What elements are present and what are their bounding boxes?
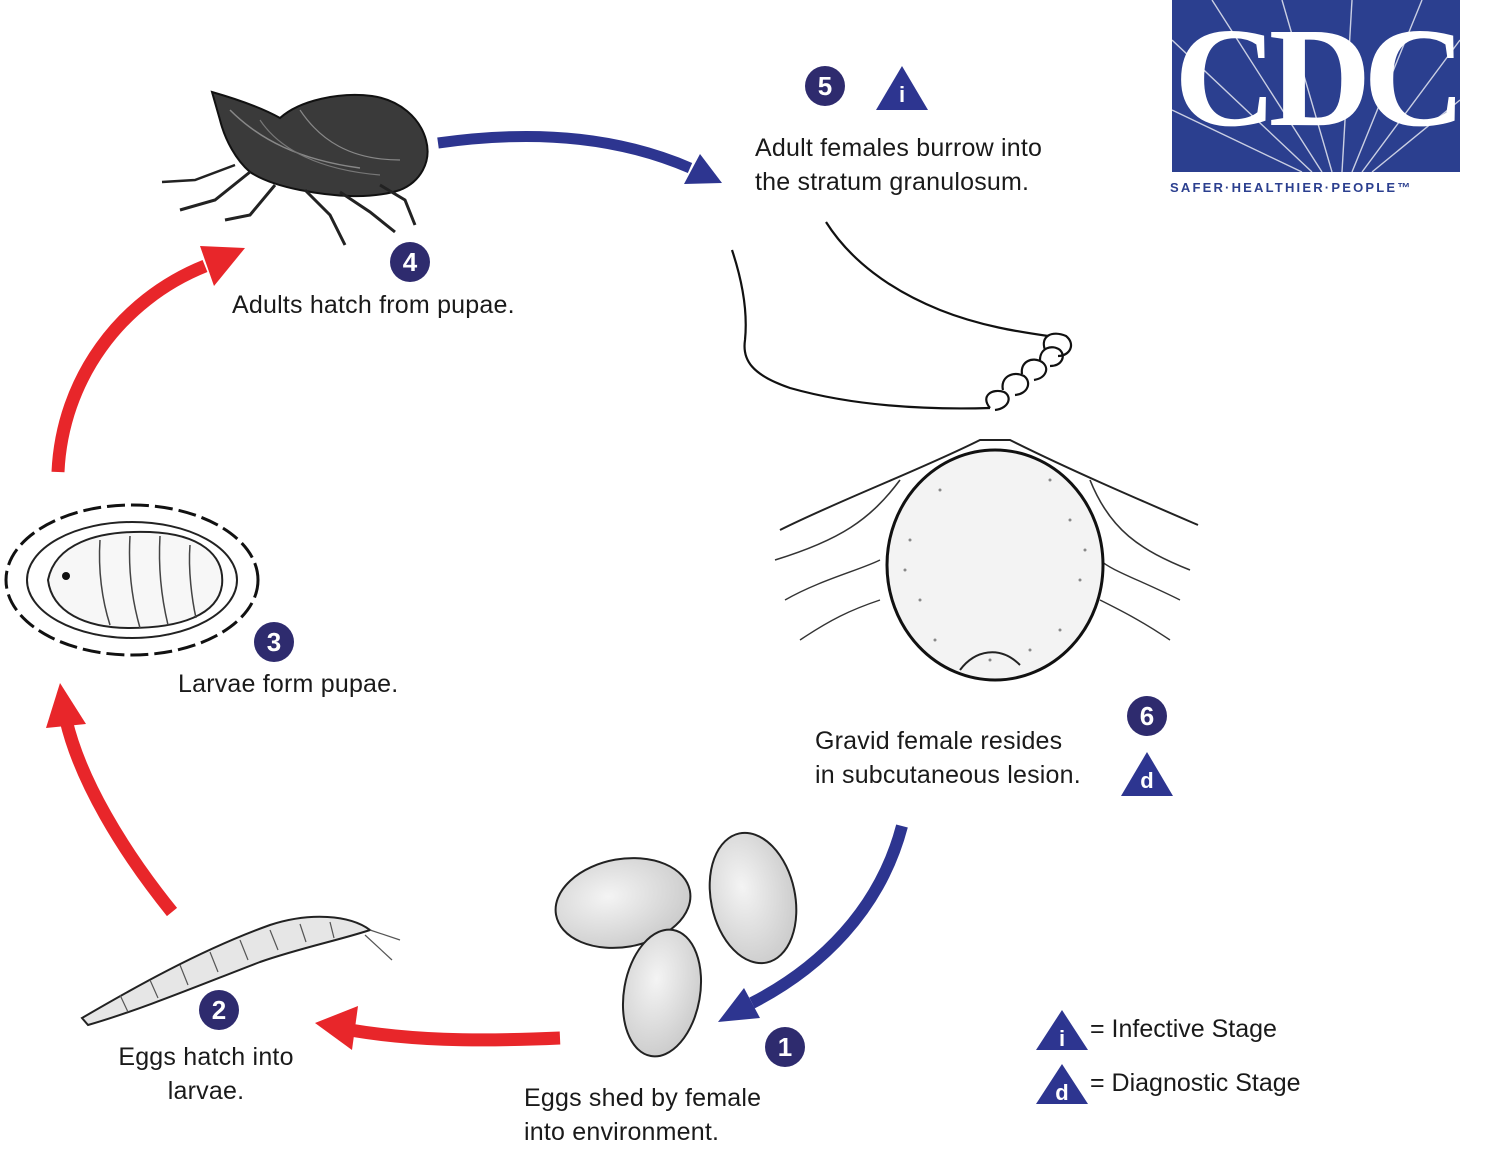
infective-stage-marker: i <box>876 66 928 110</box>
stage-2-badge: 2 <box>199 990 239 1030</box>
logo-text: CDC <box>1174 0 1460 156</box>
diagnostic-marker-icon <box>1036 1064 1088 1104</box>
legend-infective-symbol: i <box>1036 1006 1088 1051</box>
pupa-icon <box>4 503 260 657</box>
foot-icon <box>730 221 1073 412</box>
arrow-3-to-4 <box>51 246 245 473</box>
stage-2-label: Eggs hatch into larvae. <box>100 1040 312 1108</box>
diagnostic-marker-letter: d <box>1140 768 1154 793</box>
cdc-logo: CDC <box>1172 0 1460 172</box>
legend-diagnostic-letter: d <box>1055 1080 1069 1105</box>
stage-3-badge: 3 <box>254 622 294 662</box>
stage-6-label: Gravid female resides in subcutaneous le… <box>815 724 1081 792</box>
stage-6-line-1: Gravid female resides <box>815 727 1063 755</box>
flea-icon <box>161 90 429 246</box>
eggs-icon <box>554 831 798 1058</box>
arrow-2-to-3 <box>46 683 178 917</box>
infective-marker-letter: i <box>898 82 906 107</box>
legend-diagnostic-text: = Diagnostic Stage <box>1090 1069 1301 1097</box>
stage-5-line-1: Adult females burrow into <box>755 134 1043 162</box>
stage-1-badge: 1 <box>765 1027 805 1067</box>
stage-4-badge: 4 <box>390 242 430 282</box>
larva-icon <box>80 915 401 1027</box>
stage-5-line-2: the stratum granulosum. <box>755 168 1030 196</box>
infective-marker-icon <box>1036 1010 1088 1050</box>
stage-3-line-1: Larvae form pupae. <box>178 670 399 698</box>
stage-5-label: Adult females burrow into the stratum gr… <box>755 131 1042 199</box>
logo-rays-icon <box>1172 0 1460 172</box>
stage-1-label: Eggs shed by female into environment. <box>524 1081 761 1149</box>
arrow-6-to-1 <box>718 824 908 1022</box>
stage-2-line-2: larvae. <box>167 1077 245 1105</box>
arrow-1-to-2 <box>315 1006 561 1050</box>
stage-1-line-1: Eggs shed by female <box>524 1084 762 1112</box>
legend-diagnostic-symbol: d <box>1036 1060 1088 1105</box>
stage-5-badge: 5 <box>805 66 845 106</box>
stage-6-line-2: in subcutaneous lesion. <box>815 761 1081 789</box>
stage-1-line-2: into environment. <box>524 1118 720 1146</box>
legend-infective-text: = Infective Stage <box>1090 1015 1277 1043</box>
logo-tagline: SAFER·HEALTHIER·PEOPLE™ <box>1170 180 1413 195</box>
stage-4-line-1: Adults hatch from pupae. <box>232 291 515 319</box>
lesion-icon <box>774 439 1199 682</box>
stage-2-line-1: Eggs hatch into <box>118 1043 294 1071</box>
diagnostic-stage-marker: d <box>1121 752 1173 796</box>
arrow-4-to-5 <box>437 130 722 184</box>
stage-4-label: Adults hatch from pupae. <box>232 288 515 322</box>
legend-infective-letter: i <box>1058 1026 1066 1051</box>
stage-6-badge: 6 <box>1127 696 1167 736</box>
stage-3-label: Larvae form pupae. <box>178 667 398 701</box>
